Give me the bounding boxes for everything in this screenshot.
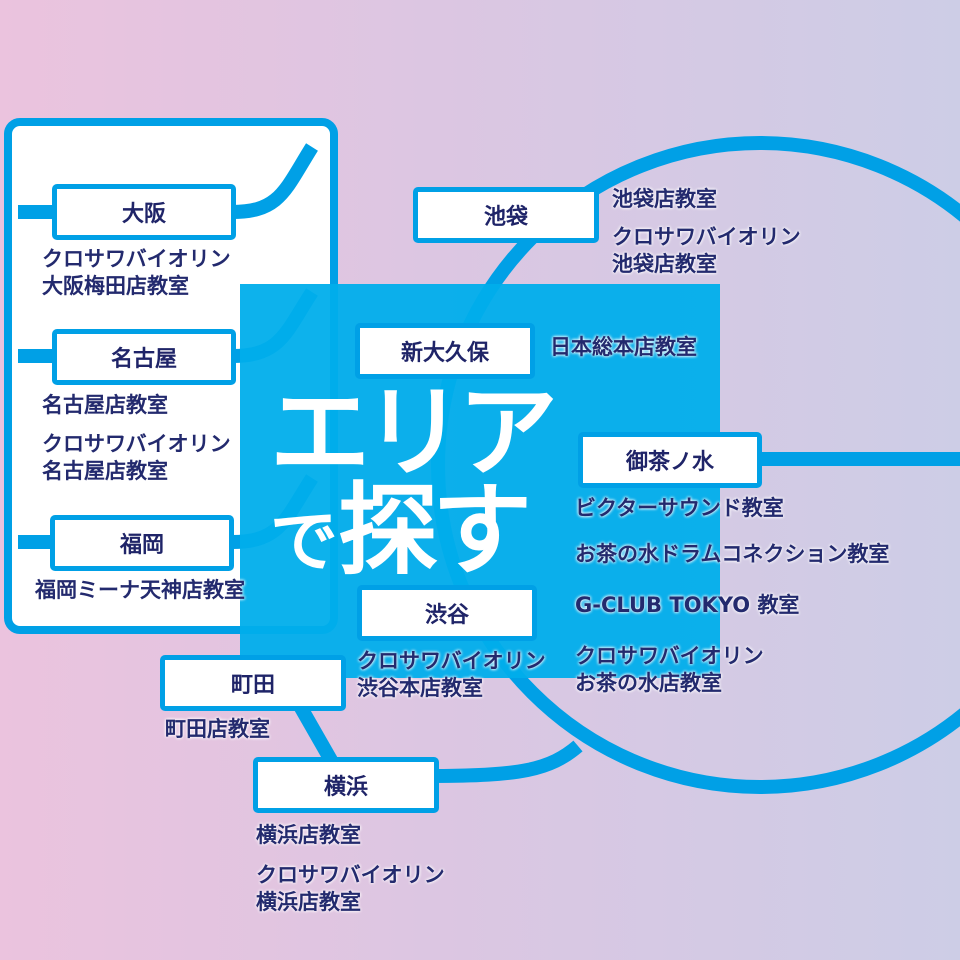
banner-title-line1: エリア: [270, 374, 558, 491]
station-shibuya[interactable]: 渋谷: [357, 585, 537, 641]
banner-title-sagasu: 探す: [338, 472, 532, 589]
shop-ochanomizu-4[interactable]: クロサワバイオリン お茶の水店教室: [575, 644, 764, 695]
station-fukuoka[interactable]: 福岡: [50, 515, 234, 571]
shop-yokohama-1[interactable]: 横浜店教室: [256, 823, 361, 847]
banner-title-de: で: [270, 503, 339, 582]
banner-title-line2: で探す: [270, 481, 532, 609]
shop-ikebukuro-1[interactable]: 池袋店教室: [612, 187, 717, 211]
station-ikebukuro[interactable]: 池袋: [413, 187, 599, 243]
station-osaka[interactable]: 大阪: [52, 184, 236, 240]
osaka-line: [231, 143, 318, 219]
shop-ochanomizu-3[interactable]: G-CLUB TOKYO 教室: [575, 593, 800, 617]
station-machida[interactable]: 町田: [160, 655, 346, 711]
shop-nagoya-2[interactable]: クロサワバイオリン 名古屋店教室: [42, 432, 231, 483]
station-shinokubo[interactable]: 新大久保: [355, 323, 535, 379]
station-ochanomizu[interactable]: 御茶ノ水: [578, 432, 762, 488]
shop-ochanomizu-1[interactable]: ビクターサウンド教室: [575, 496, 784, 520]
shop-machida-1[interactable]: 町田店教室: [165, 717, 270, 741]
shop-osaka-1[interactable]: クロサワバイオリン 大阪梅田店教室: [42, 247, 231, 298]
station-nagoya[interactable]: 名古屋: [52, 329, 236, 385]
shop-nagoya-1[interactable]: 名古屋店教室: [42, 393, 168, 417]
shop-shinokubo-1[interactable]: 日本総本店教室: [550, 335, 697, 359]
shop-ikebukuro-2[interactable]: クロサワバイオリン 池袋店教室: [612, 225, 801, 276]
shop-fukuoka-1[interactable]: 福岡ミーナ天神店教室: [35, 578, 245, 602]
shop-ochanomizu-2[interactable]: お茶の水ドラムコネクション教室: [575, 542, 890, 566]
station-yokohama[interactable]: 横浜: [253, 757, 439, 813]
shop-shibuya-1[interactable]: クロサワバイオリン 渋谷本店教室: [357, 649, 546, 700]
machida-yokohama-line: [293, 702, 339, 766]
yokohama-loop-line: [431, 740, 583, 783]
shop-yokohama-2[interactable]: クロサワバイオリン 横浜店教室: [256, 863, 445, 914]
